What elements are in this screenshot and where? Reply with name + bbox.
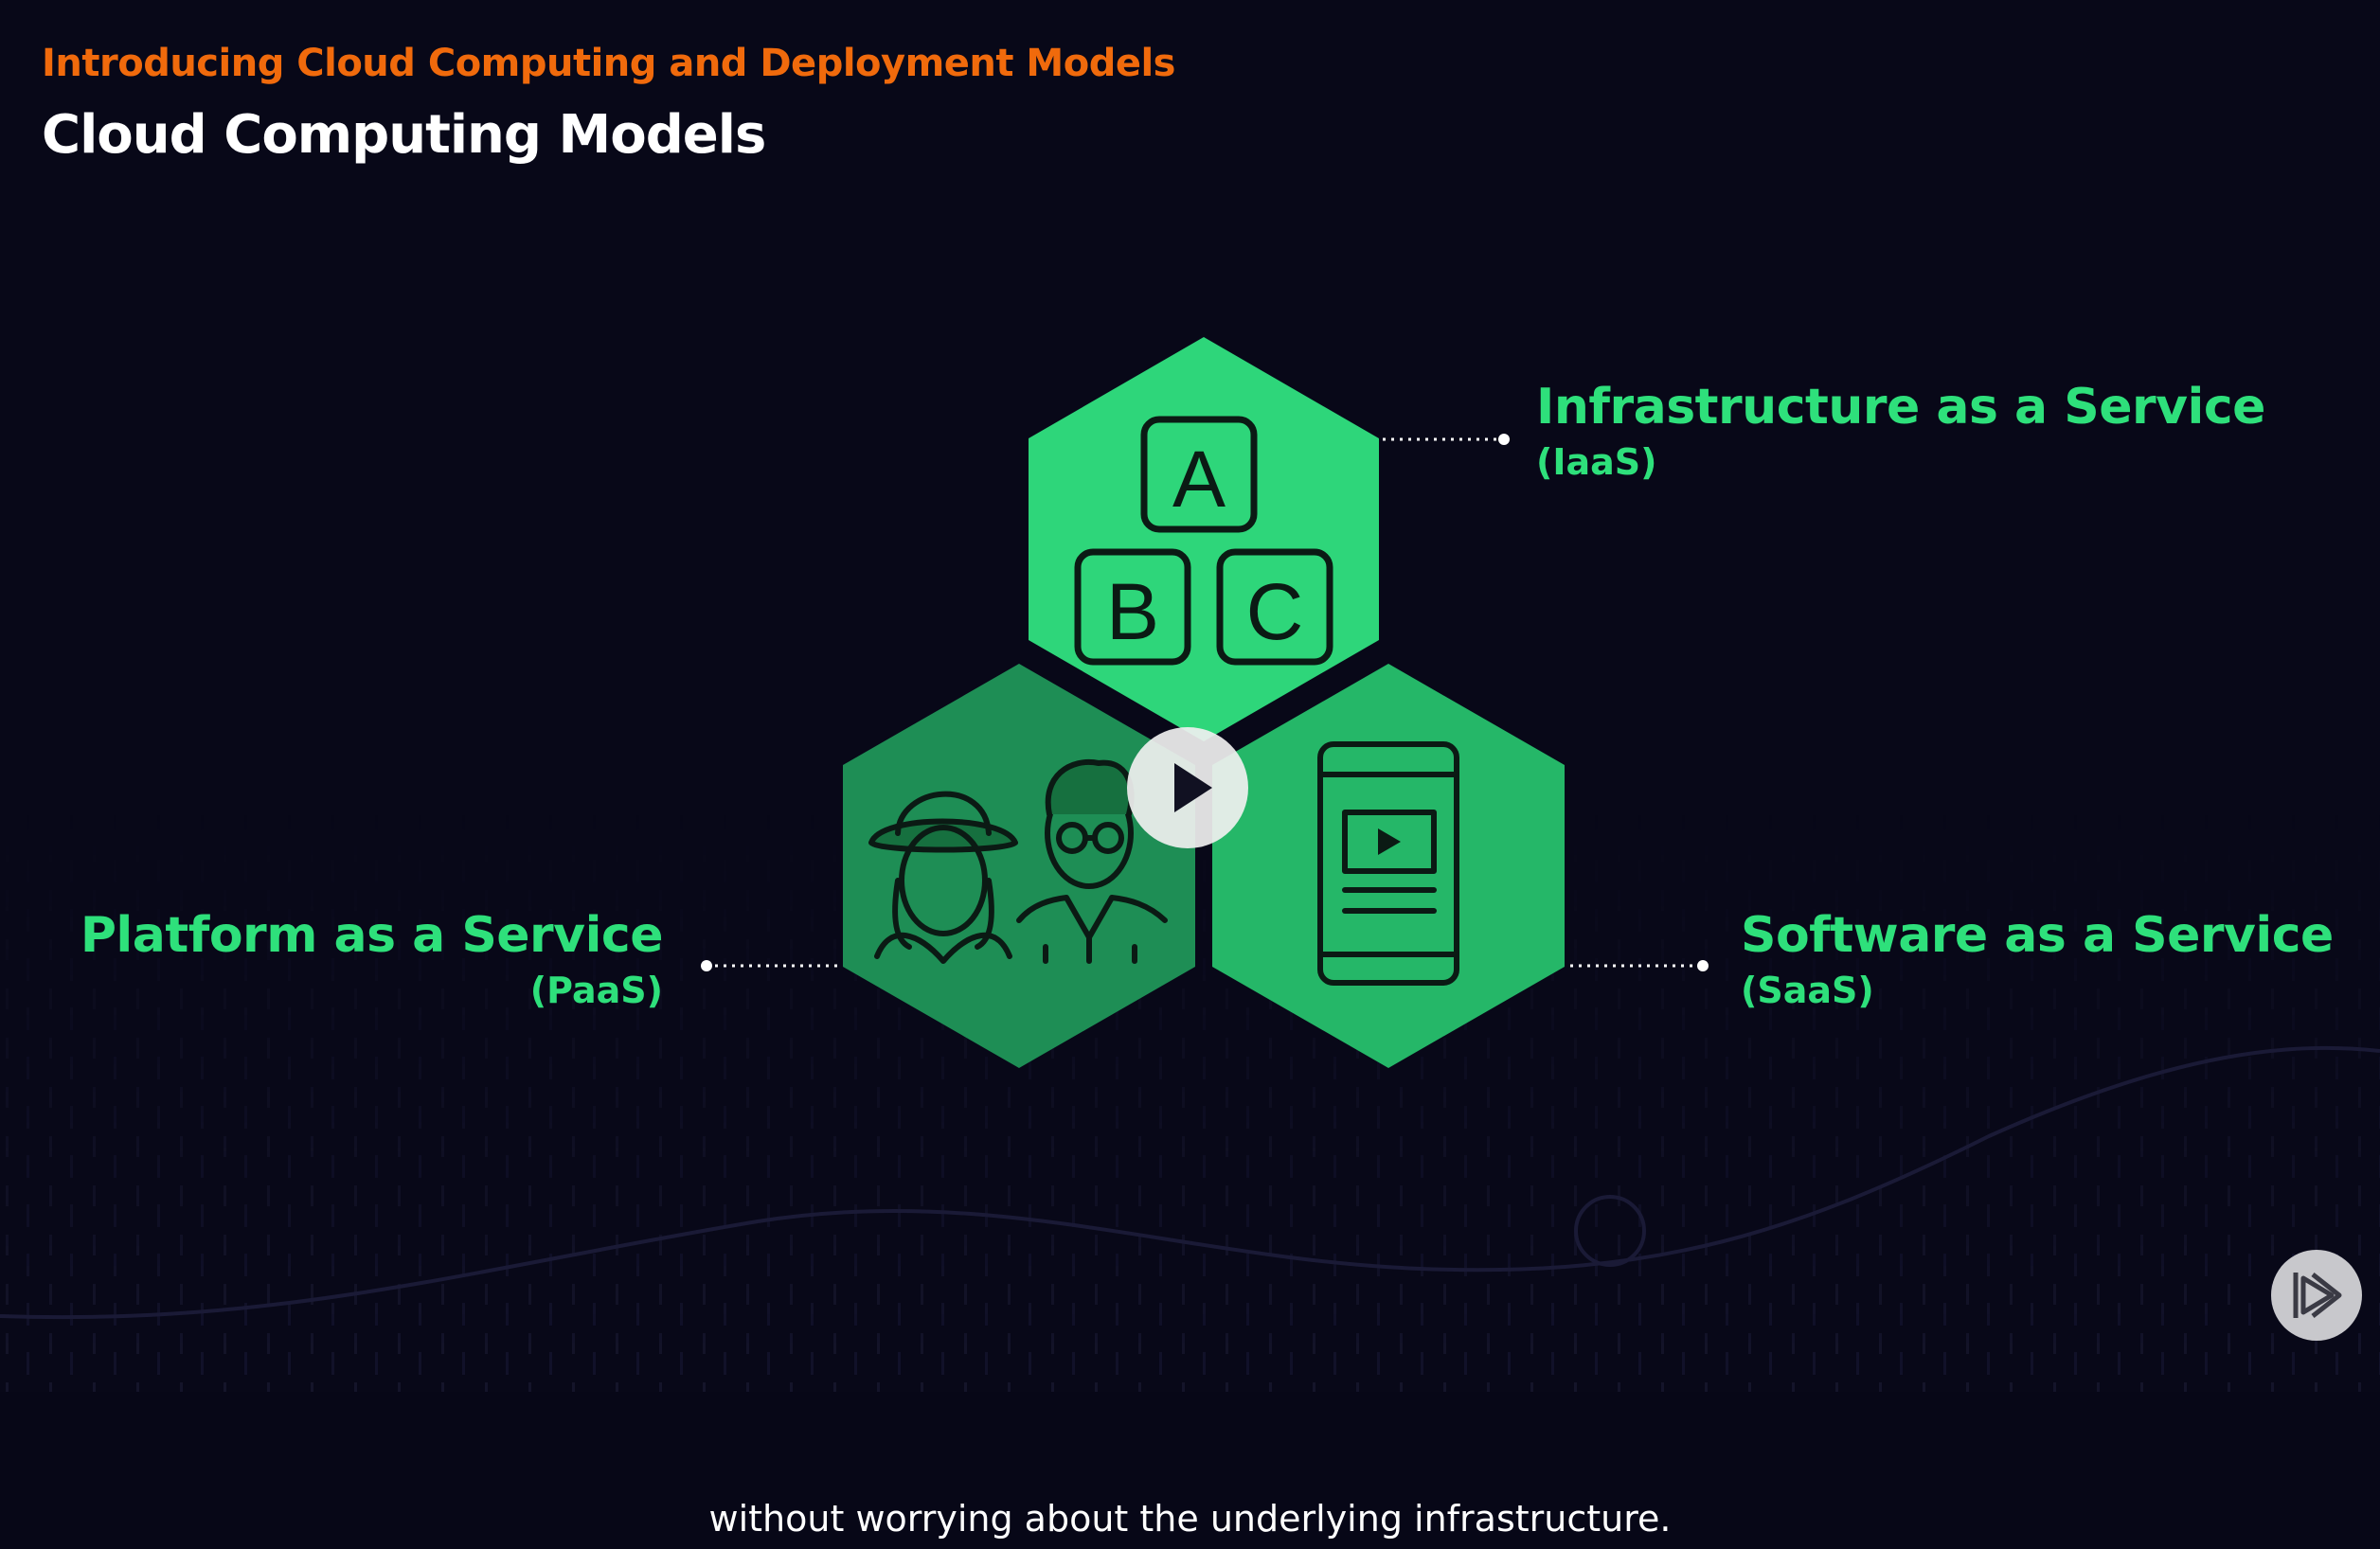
saas-label: Software as a Service [1741,907,2334,964]
video-frame[interactable]: Introducing Cloud Computing and Deployme… [0,0,2380,1392]
play-icon [1174,763,1212,812]
cloud-models-diagram: A B C [701,337,1709,1068]
iaas-abbreviation: (IaaS) [1536,441,1657,483]
play-button[interactable] [1127,727,1248,848]
iaas-hexagon: A B C [1029,337,1379,741]
block-letter-c: C [1246,567,1304,656]
saas-hexagon [1212,664,1565,1068]
module-title: Cloud Computing Models [42,104,766,166]
people-icon [868,759,1168,964]
pluralsight-logo-icon [2293,1273,2342,1318]
saas-abbreviation: (SaaS) [1741,970,1874,1011]
paas-abbreviation: (PaaS) [529,970,663,1011]
paas-label: Platform as a Service [80,907,664,964]
saas-connector [1570,960,1709,971]
paas-hexagon [843,664,1195,1068]
block-letter-a: A [1172,435,1226,524]
iaas-label: Infrastructure as a Service [1536,379,2265,436]
mobile-video-icon [1317,741,1459,986]
abc-blocks-icon [1074,416,1333,666]
pluralsight-logo-button[interactable] [2271,1250,2362,1341]
iaas-connector [1383,434,1510,445]
block-letter-b: B [1106,567,1159,656]
caption-bar: without worrying about the underlying in… [0,1392,2380,1549]
subtitle-caption: without worrying about the underlying in… [708,1498,1672,1540]
course-title: Introducing Cloud Computing and Deployme… [42,42,1175,85]
paas-connector [701,960,839,971]
